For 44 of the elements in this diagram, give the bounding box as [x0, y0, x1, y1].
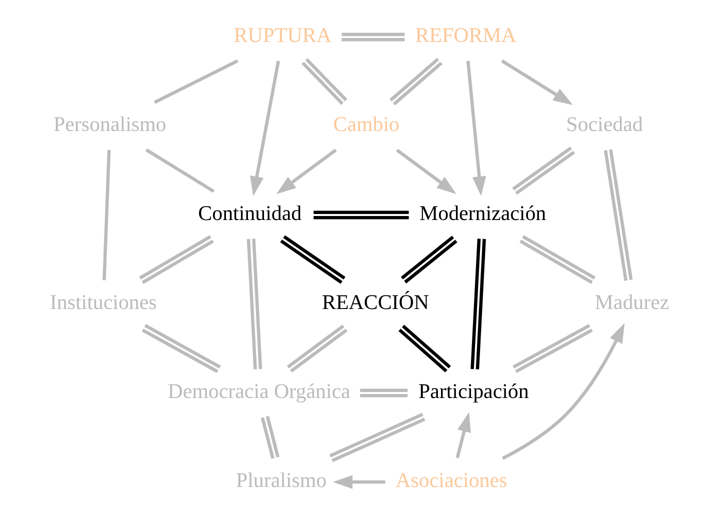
node-text: Instituciones	[50, 290, 157, 314]
connector	[604, 149, 633, 281]
connector	[142, 324, 221, 374]
node-text: REACCIÓN	[322, 290, 430, 314]
connector	[139, 235, 214, 284]
node-text: Participación	[418, 378, 529, 403]
node-text: Modernización	[420, 200, 546, 225]
connector	[145, 148, 215, 193]
connector	[470, 238, 486, 370]
arrow	[501, 59, 573, 105]
node-text: REFORMA	[415, 23, 516, 48]
node-text: Pluralismo	[236, 468, 327, 492]
connector	[154, 59, 238, 104]
connector	[512, 324, 593, 374]
node-text: Asociaciones	[396, 468, 508, 492]
arrow	[456, 412, 471, 458]
connector	[400, 236, 458, 284]
connector	[512, 146, 575, 195]
arrow	[466, 60, 486, 196]
connector	[280, 235, 346, 284]
connector	[286, 324, 348, 373]
arrow	[502, 323, 625, 460]
arrow	[396, 148, 456, 194]
connector	[102, 150, 111, 280]
node-text: Cambio	[333, 112, 400, 136]
node-text: Sociedad	[566, 112, 643, 136]
connector	[390, 58, 442, 106]
node-text: Continuidad	[198, 200, 302, 225]
connector	[314, 210, 409, 220]
arrow	[276, 148, 337, 194]
arrow	[250, 60, 280, 196]
node-text: Personalismo	[54, 112, 166, 136]
node-text: Madurez	[594, 290, 670, 314]
connector	[398, 324, 451, 372]
connector	[342, 32, 405, 42]
connector	[329, 412, 426, 462]
connector	[302, 58, 348, 105]
connector	[520, 235, 596, 284]
arrow	[332, 475, 386, 489]
node-text: Democracia Orgánica	[168, 378, 350, 403]
connector	[360, 388, 408, 398]
connector	[246, 238, 262, 370]
connector	[260, 416, 280, 459]
node-text: RUPTURA	[234, 23, 332, 48]
